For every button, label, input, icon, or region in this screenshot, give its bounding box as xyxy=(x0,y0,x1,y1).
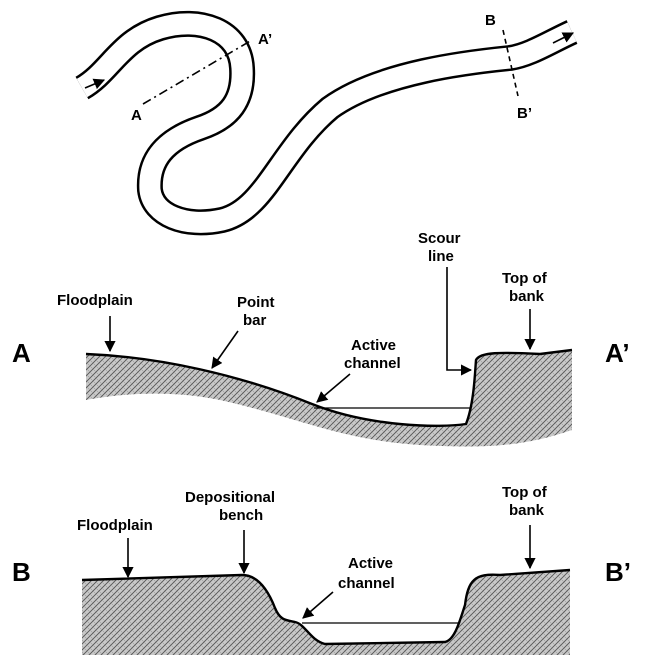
floodplain-label-a: Floodplain xyxy=(57,292,133,309)
section-b-left-label: B xyxy=(12,557,31,587)
plan-label-b-prime: B’ xyxy=(517,105,532,122)
active-channel-b-line1: Active xyxy=(348,555,393,572)
scour-line-label-line1: Scour xyxy=(418,230,461,247)
top-of-bank-a-line1: Top of xyxy=(502,270,548,287)
plan-label-a: A xyxy=(131,107,142,124)
point-bar-label-line2: bar xyxy=(243,312,267,329)
floodplain-label-b: Floodplain xyxy=(77,517,153,534)
section-a-right-label: A’ xyxy=(605,338,630,368)
plan-view: A A’ B B’ xyxy=(82,12,573,222)
depositional-bench-line2: bench xyxy=(219,507,263,524)
depositional-bench-line1: Depositional xyxy=(185,489,275,506)
section-b-right-label: B’ xyxy=(605,557,631,587)
scour-line-arrow xyxy=(447,267,471,370)
point-bar-arrow xyxy=(212,331,238,368)
active-channel-arrow-a xyxy=(317,374,350,402)
active-channel-a-line2: channel xyxy=(344,355,401,372)
active-channel-a-line1: Active xyxy=(351,337,396,354)
cross-section-a: A A’ Floodplain Point bar Active channel… xyxy=(12,230,630,446)
point-bar-label-line1: Point xyxy=(237,294,275,311)
ground-a xyxy=(86,350,572,446)
ground-b xyxy=(82,570,570,655)
cross-section-b: B B’ Floodplain Depositional bench Activ… xyxy=(12,484,631,655)
scour-line-label-line2: line xyxy=(428,248,454,265)
active-channel-b-line2: channel xyxy=(338,575,395,592)
river-channel-inner xyxy=(82,24,572,223)
top-of-bank-a-line2: bank xyxy=(509,288,545,305)
plan-label-b: B xyxy=(485,12,496,29)
active-channel-arrow-b xyxy=(303,592,333,618)
section-a-left-label: A xyxy=(12,338,31,368)
top-of-bank-b-line1: Top of xyxy=(502,484,548,501)
plan-label-a-prime: A’ xyxy=(258,31,272,48)
top-of-bank-b-line2: bank xyxy=(509,502,545,519)
